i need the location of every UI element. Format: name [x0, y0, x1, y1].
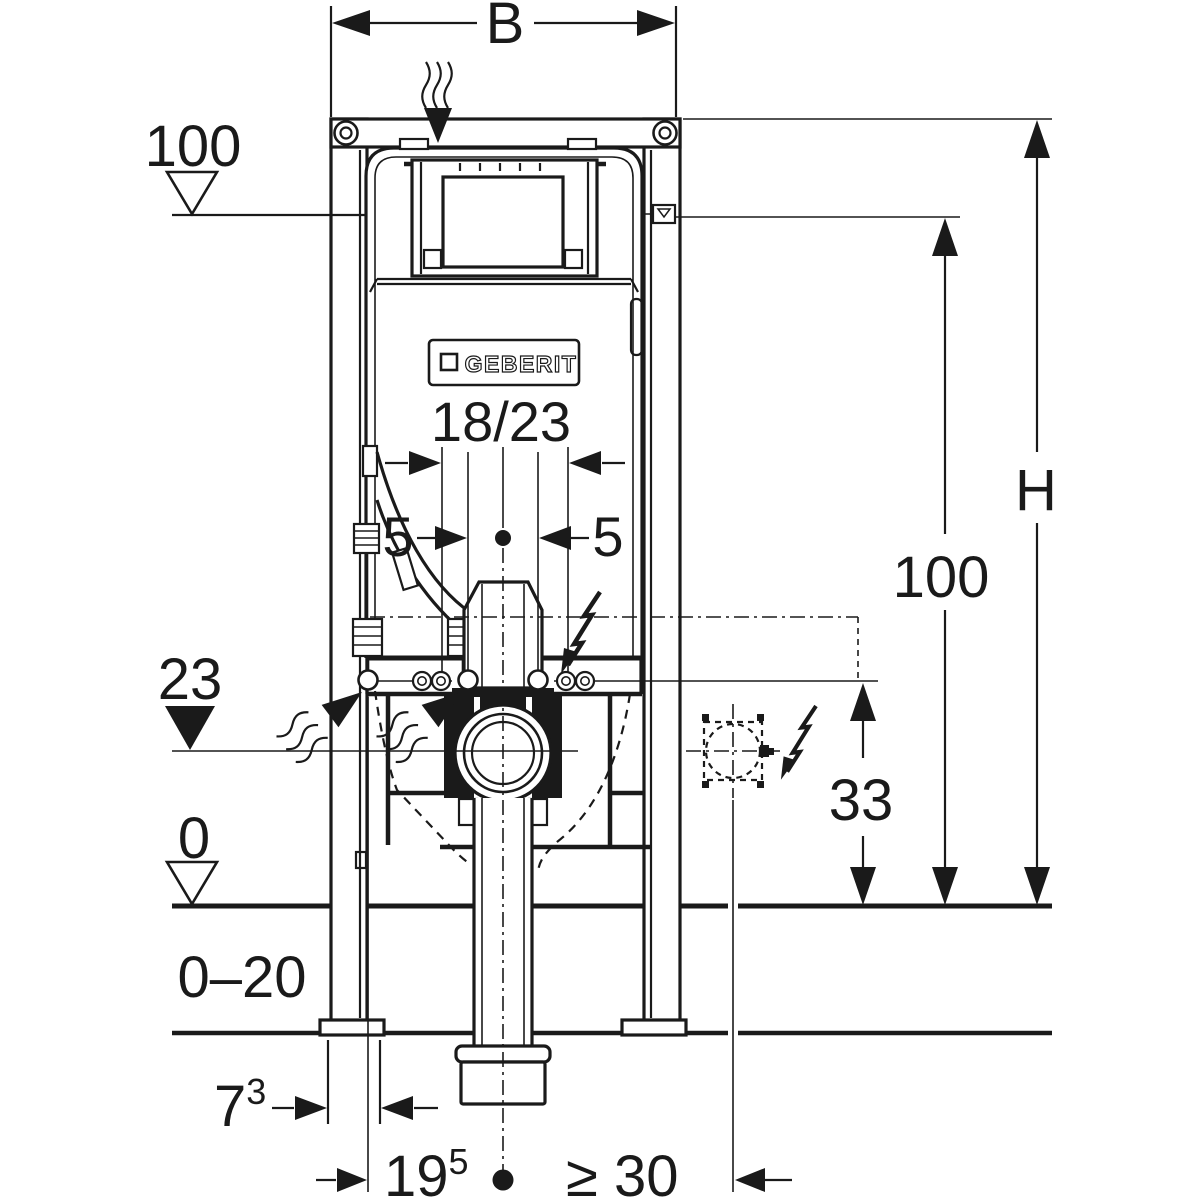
- dim-arrow-icon: [850, 867, 876, 905]
- heat-arrow-left: [276, 692, 362, 764]
- dim-label-min30: ≥ 30: [566, 1144, 678, 1200]
- electrical-connection: [686, 704, 780, 1192]
- fixing-point-icon: [555, 670, 577, 692]
- arrowhead-icon: [321, 692, 362, 728]
- arrowhead-icon: [421, 692, 462, 728]
- left-rail-clamp: [354, 850, 368, 870]
- heat-arrow-center: [376, 692, 462, 764]
- frame-ticks: [458, 163, 542, 171]
- level-triangle-filled-icon: [165, 706, 215, 750]
- dim-label-18-23: 18/23: [431, 390, 571, 453]
- dim-arrow-icon: [569, 451, 601, 475]
- dim-arrow-icon: [337, 1168, 367, 1192]
- dim-arrow-icon: [1024, 120, 1050, 158]
- dimension-panel-height: 100: [893, 218, 990, 905]
- down-arrow-icon: [424, 108, 452, 143]
- top-right-bolt-hole-icon: [652, 120, 678, 146]
- dimension-connection-height: 33: [829, 683, 894, 905]
- dim-label-19-5: 195: [384, 1141, 469, 1200]
- dim-label-5-left: 5: [382, 505, 413, 568]
- dimension-foot: 73: [214, 1040, 438, 1139]
- stop-valve: [390, 546, 420, 592]
- level-marker-drain: 23: [158, 647, 578, 752]
- fixing-point-icon: [430, 670, 452, 692]
- fixing-point-icon: [574, 670, 596, 692]
- dimension-total-height: H: [1015, 120, 1057, 905]
- dim-label-5-right: 5: [592, 505, 623, 568]
- overflow-slot: [629, 297, 644, 357]
- level-triangle-open-icon: [164, 860, 220, 907]
- dim-label-7-3: 73: [214, 1071, 266, 1139]
- connection-row: [357, 669, 878, 692]
- logo-text: GEBERIT: [465, 351, 578, 377]
- level-marker-supply: 100: [145, 114, 242, 217]
- left-rail: [329, 117, 369, 1026]
- left-foot-plate: [318, 1018, 386, 1037]
- right-rail: [642, 117, 682, 1026]
- dim-label-100-right: 100: [893, 545, 990, 610]
- dim-arrow-icon: [637, 10, 675, 36]
- dim-arrow-icon: [1024, 867, 1050, 905]
- logo-plate: [427, 338, 581, 387]
- right-foot-plate: [620, 1018, 688, 1037]
- dimension-drain-offset: 195: [316, 697, 469, 1200]
- level-label-23: 23: [158, 647, 223, 712]
- water-connection-left-icon: [357, 669, 379, 691]
- dim-arrow-icon: [932, 218, 958, 256]
- dim-arrow-icon: [735, 1168, 765, 1192]
- level-triangle-open-icon: [164, 170, 220, 217]
- wc-pan-outline: [370, 616, 859, 875]
- level-label-0: 0: [178, 806, 210, 871]
- dim-arrow-icon: [850, 683, 876, 721]
- dimension-top-width: B: [329, 0, 678, 117]
- drain-centre-dot: [492, 1169, 514, 1191]
- dim-arrow-icon: [332, 10, 370, 36]
- top-crossbar: [329, 117, 682, 149]
- dimension-electrical-offset: ≥ 30: [566, 1144, 792, 1200]
- dimension-flush-spacing: 18/23: [385, 390, 625, 672]
- dim-arrow-icon: [932, 867, 958, 905]
- dim-arrow-icon: [539, 526, 571, 550]
- centre-point-dot: [495, 530, 511, 546]
- wavy-flow-icon: [276, 711, 309, 738]
- mounting-frame: [318, 117, 688, 1037]
- geberit-logo: GEBERIT: [427, 338, 581, 387]
- dim-label-h: H: [1015, 458, 1057, 523]
- centre-axes: [492, 447, 514, 1192]
- inspection-window: [441, 175, 565, 269]
- lightning-icon: [561, 590, 602, 674]
- dim-label-33: 33: [829, 768, 894, 833]
- reference-lines: [172, 118, 1052, 225]
- vent-arrow-top: [421, 61, 453, 143]
- dim-label-b: B: [486, 0, 525, 56]
- fastening-bolt-icon: [527, 669, 549, 691]
- dim-arrow-icon: [409, 451, 441, 475]
- dim-arrow-icon: [435, 526, 467, 550]
- lightning-icon: [780, 704, 818, 780]
- level-marker-zero: 0: [164, 806, 220, 907]
- floor-buildup-label: 0–20: [177, 945, 306, 1010]
- level-label-100: 100: [145, 114, 242, 179]
- water-connection-center-icon: [457, 669, 479, 691]
- dim-arrow-icon: [381, 1096, 413, 1120]
- top-left-bolt-hole-icon: [333, 120, 359, 146]
- dim-arrow-icon: [295, 1096, 327, 1120]
- flush-and-drain: [444, 580, 562, 1106]
- fixing-point-icon: [411, 670, 433, 692]
- wavy-flow-icon: [421, 61, 431, 109]
- logo-square-icon: [439, 352, 459, 372]
- dimension-offsets-5: 5 5: [382, 452, 624, 670]
